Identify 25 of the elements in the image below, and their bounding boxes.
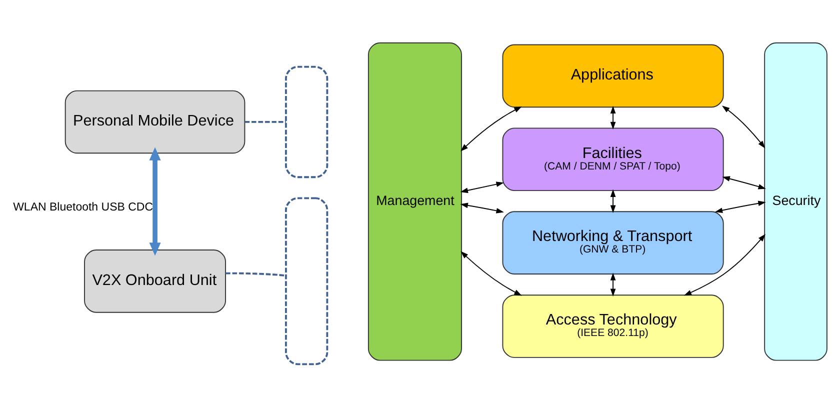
- node-box: [285, 66, 328, 178]
- arrow: [460, 182, 504, 194]
- node-box: V2X Onboard Unit: [84, 250, 226, 313]
- arrow: [714, 200, 766, 213]
- arrow: [149, 147, 161, 256]
- arrow: [722, 176, 766, 190]
- node-box: Management: [368, 42, 462, 361]
- node-box: Facilities (CAM / DENM / SPAT / Topo): [502, 128, 724, 192]
- node-box: Security: [764, 42, 828, 361]
- node-box: Networking & Transport (GNW & BTP): [502, 211, 724, 274]
- arrow: [684, 234, 766, 296]
- edge-label: WLAN Bluetooth USB CDC: [13, 201, 154, 214]
- arrow: [460, 251, 522, 296]
- node-box: Applications: [502, 44, 724, 108]
- node-box: [285, 197, 328, 366]
- arrow: [460, 106, 522, 152]
- arrow: [460, 202, 504, 214]
- node-box: Personal Mobile Device: [64, 90, 246, 154]
- arrow: [610, 189, 616, 213]
- arrow: [610, 272, 616, 296]
- arrow: [610, 106, 616, 130]
- connector: [226, 272, 286, 277]
- node-box: Access Technology (IEEE 802.11p): [502, 294, 724, 358]
- arrow: [722, 106, 766, 148]
- connector: [244, 121, 286, 123]
